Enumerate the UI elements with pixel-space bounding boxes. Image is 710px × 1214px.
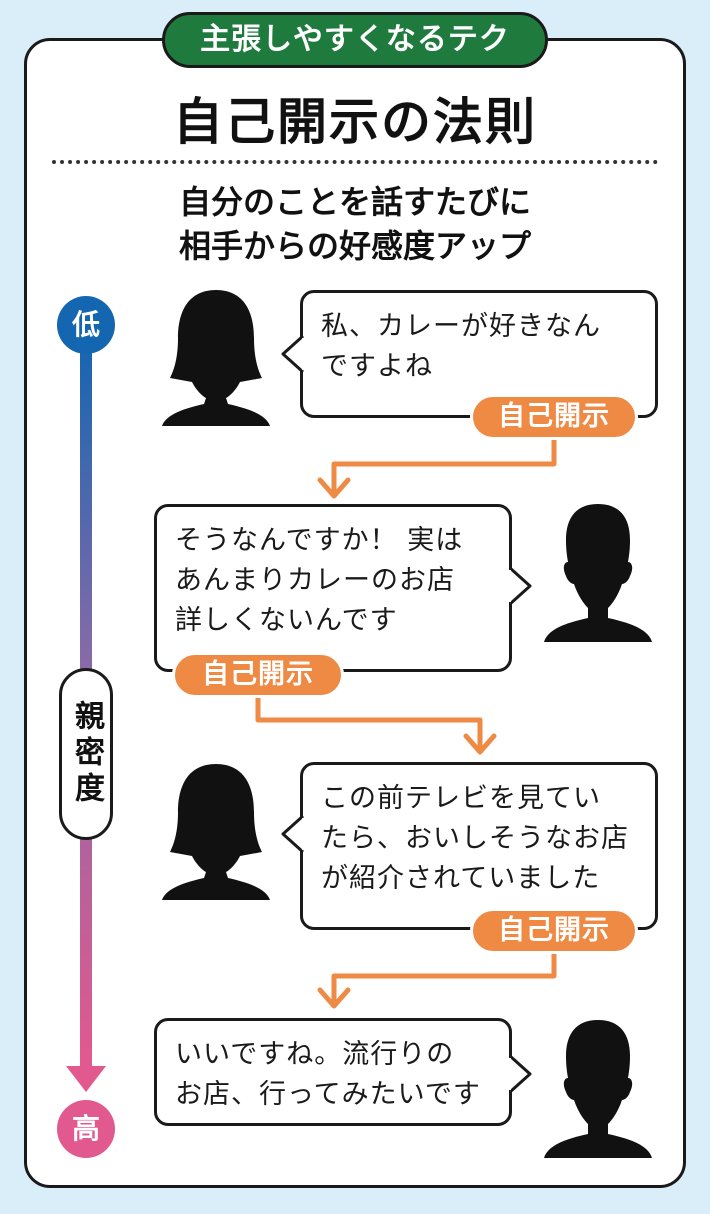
speech-bubble-2: そうなんですか！ 実は あんまりカレーのお店 詳しくないんです bbox=[154, 504, 512, 672]
bubble-2-tail bbox=[508, 566, 532, 606]
bubble-3-tail bbox=[281, 814, 305, 854]
subtitle: 自分のことを話すたびに 相手からの好感度アップ bbox=[0, 180, 710, 268]
level-low-badge: 低 bbox=[57, 296, 115, 354]
axis-label-text: 親密度 bbox=[69, 700, 104, 808]
subtitle-line-2: 相手からの好感度アップ bbox=[178, 227, 531, 265]
connector-2-arrow bbox=[463, 733, 497, 755]
connector-1-arrow bbox=[317, 477, 351, 499]
level-high-badge: 高 bbox=[57, 1100, 115, 1158]
man-silhouette-1 bbox=[544, 504, 652, 642]
connector-3-arrow bbox=[317, 987, 351, 1009]
bubble-1-tail bbox=[281, 334, 305, 374]
speech-bubble-4: いいですね。流行りの お店、行ってみたいです bbox=[154, 1018, 512, 1126]
speech-text-3: この前テレビを見てい たら、おいしそうなお店 が紹介されていました bbox=[321, 783, 629, 894]
axis-label: 親密度 bbox=[59, 668, 113, 840]
self-disclosure-badge-1: 自己開示 bbox=[470, 394, 638, 440]
dotted-divider bbox=[52, 160, 658, 164]
connector-2 bbox=[255, 695, 483, 751]
speech-bubble-3: この前テレビを見てい たら、おいしそうなお店 が紹介されていました bbox=[300, 762, 658, 930]
connector-3 bbox=[331, 951, 557, 1005]
speech-text-1: 私、カレーが好きなん ですよね bbox=[321, 311, 601, 382]
man-silhouette-2 bbox=[544, 1020, 652, 1158]
speech-text-4: いいですね。流行りの お店、行ってみたいです bbox=[175, 1039, 481, 1110]
woman-silhouette-1 bbox=[162, 290, 270, 426]
bubble-4-tail bbox=[508, 1054, 532, 1094]
self-disclosure-badge-3: 自己開示 bbox=[470, 908, 638, 954]
header-tag: 主張しやすくなるテク bbox=[162, 12, 548, 68]
speech-text-2: そうなんですか！ 実は あんまりカレーのお店 詳しくないんです bbox=[175, 525, 464, 636]
self-disclosure-badge-2: 自己開示 bbox=[172, 652, 344, 698]
subtitle-line-1: 自分のことを話すたびに bbox=[178, 183, 531, 221]
page-title: 自己開示の法則 bbox=[173, 93, 537, 151]
axis-arrow-head bbox=[66, 1066, 106, 1092]
woman-silhouette-2 bbox=[162, 764, 270, 900]
connector-1 bbox=[331, 437, 557, 495]
